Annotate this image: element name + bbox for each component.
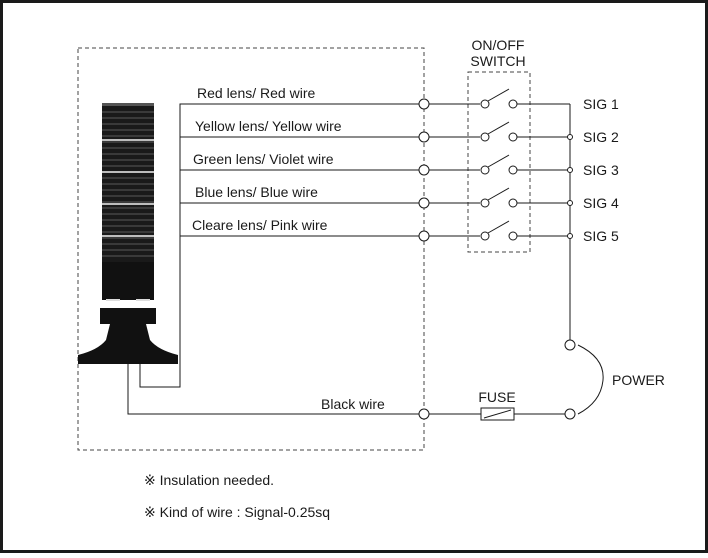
terminal-4	[418, 197, 430, 209]
wire-label-green: Green lens/ Violet wire	[193, 151, 334, 167]
sig-label-5: SIG 5	[583, 228, 619, 244]
note-insulation: ※ Insulation needed.	[144, 472, 274, 488]
tower-enclosure	[77, 47, 425, 451]
terminal-1	[418, 98, 430, 110]
power-terminal-top	[564, 339, 576, 351]
signal-wire-bus	[139, 103, 424, 388]
sig-label-2: SIG 2	[583, 129, 619, 145]
sig-label-3: SIG 3	[583, 162, 619, 178]
switch-header-line1: ON/OFF	[472, 37, 525, 53]
power-terminal-bottom	[564, 408, 576, 420]
power-bracket	[577, 344, 604, 415]
sig-label-1: SIG 1	[583, 96, 619, 112]
wire-label-blue: Blue lens/ Blue wire	[195, 184, 318, 200]
black-wire-terminal	[418, 408, 430, 420]
note-wire-kind: ※ Kind of wire : Signal-0.25sq	[144, 504, 330, 520]
switch-enclosure	[467, 71, 531, 253]
signal-tower-icon	[78, 103, 178, 364]
black-wire	[127, 364, 424, 415]
sig-label-4: SIG 4	[583, 195, 619, 211]
terminal-3	[418, 164, 430, 176]
power-label: POWER	[612, 372, 665, 388]
fuse-label: FUSE	[478, 389, 515, 405]
switch-header-line2: SWITCH	[470, 53, 525, 69]
fuse-icon	[480, 407, 515, 421]
wire-label-clear: Cleare lens/ Pink wire	[192, 217, 328, 233]
wire-label-yellow: Yellow lens/ Yellow wire	[195, 118, 342, 134]
terminal-2	[418, 131, 430, 143]
terminal-5	[418, 230, 430, 242]
wire-label-red: Red lens/ Red wire	[197, 85, 315, 101]
black-wire-label: Black wire	[321, 396, 385, 412]
